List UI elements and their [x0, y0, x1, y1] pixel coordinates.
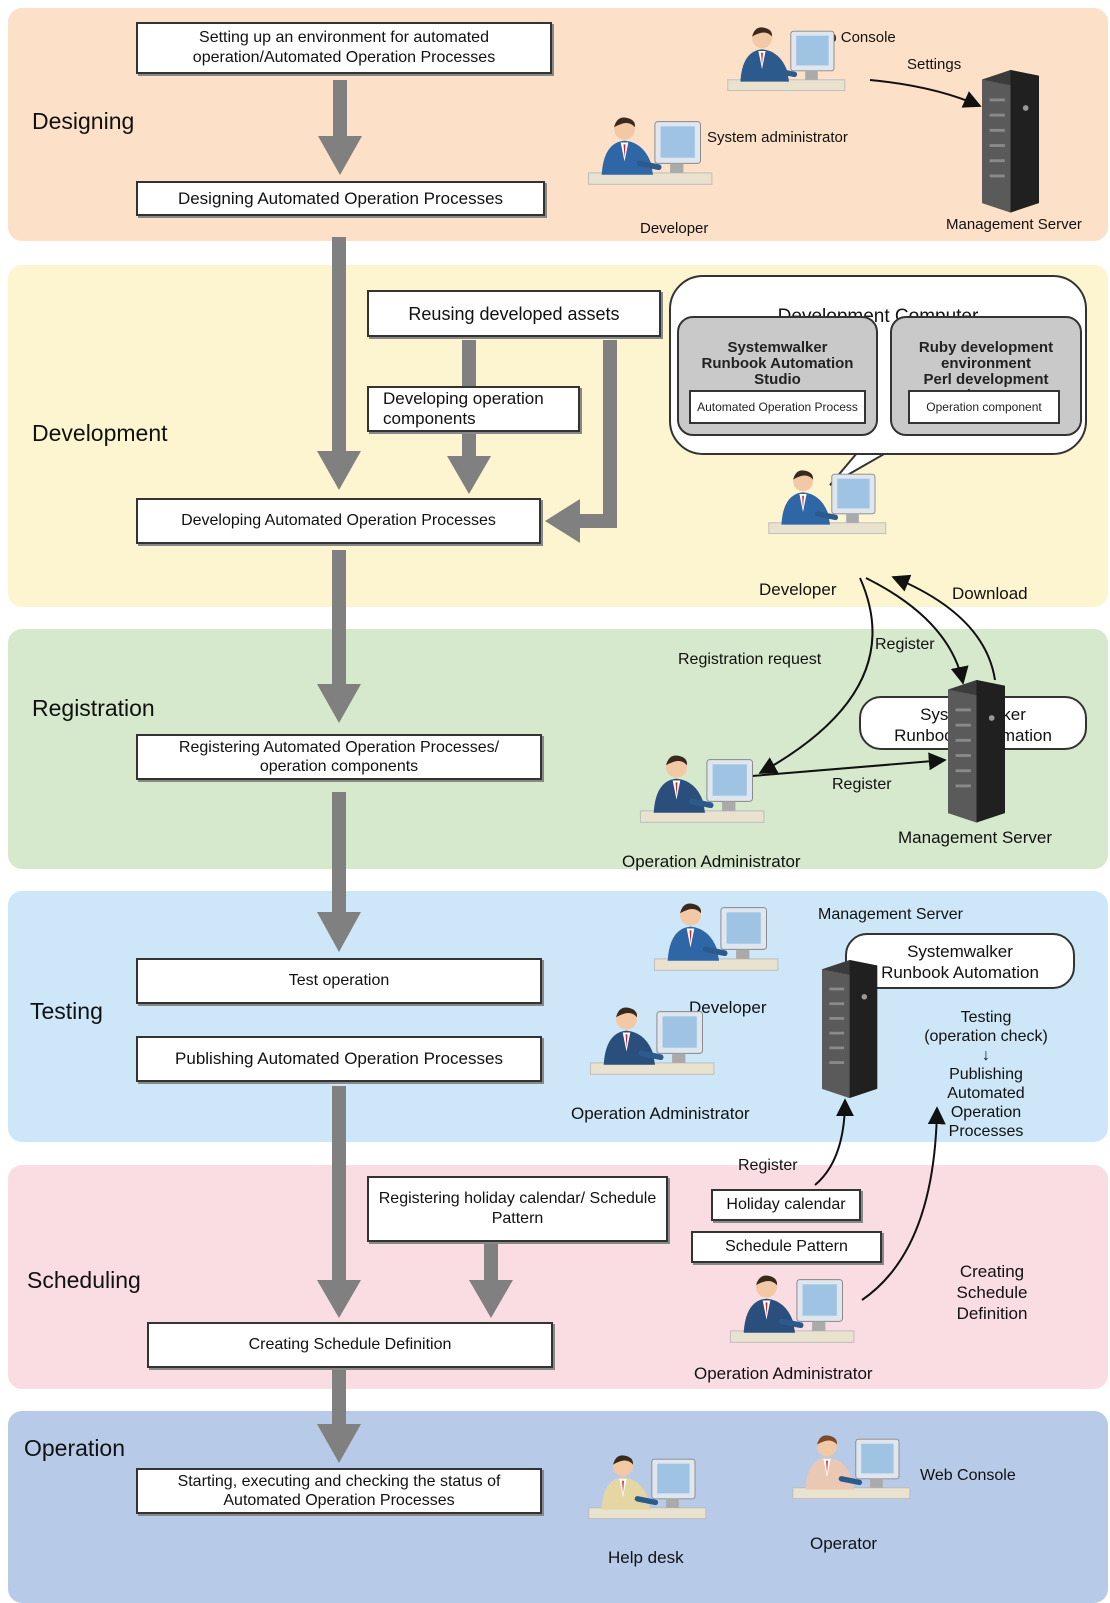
step-registering-calendar: Registering holiday calendar/ Schedule P… — [367, 1176, 668, 1242]
label-system-admin: System administrator — [707, 129, 848, 146]
phase-label-operation: Operation — [24, 1435, 126, 1461]
system-admin-figure — [727, 27, 846, 92]
studio-label: Systemwalker Runbook Automation Studio — [701, 339, 854, 388]
studio-item-process: Automated Operation Process — [689, 390, 866, 424]
label-management-server-testing: Management Server — [818, 906, 963, 923]
step-developing-processes: Developing Automated Operation Processes — [136, 498, 541, 544]
developer-figure-testing — [653, 903, 779, 971]
label-web-console-operation: Web Console — [920, 1467, 1016, 1484]
label-registration-request: Registration request — [678, 651, 822, 668]
step-creating-schedule-definition: Creating Schedule Definition — [147, 1322, 553, 1368]
step-setup-environment: Setting up an environment for automated … — [136, 22, 552, 74]
label-developer-testing: Developer — [689, 998, 767, 1017]
help-desk-figure — [588, 1455, 707, 1520]
step-registering: Registering Automated Operation Processe… — [136, 734, 542, 780]
step-publishing: Publishing Automated Operation Processes — [136, 1036, 542, 1082]
phase-label-testing: Testing — [30, 998, 103, 1024]
developer-figure-dev — [768, 470, 887, 535]
step-developing-components: Developing operation components — [367, 386, 580, 432]
label-operation-admin-registration: Operation Administrator — [622, 852, 801, 871]
label-developer-dev: Developer — [759, 580, 837, 599]
management-server-icon-design — [982, 70, 1039, 213]
operation-admin-figure-scheduling — [729, 1275, 855, 1343]
server-bubble-testing: Systemwalker Runbook Automation — [845, 933, 1075, 989]
band-testing — [8, 891, 1108, 1142]
step-designing-processes: Designing Automated Operation Processes — [136, 181, 545, 216]
label-download: Download — [952, 584, 1028, 603]
developer-figure-design — [587, 117, 713, 185]
label-operator: Operator — [810, 1534, 878, 1553]
schedule-pattern-box: Schedule Pattern — [691, 1231, 882, 1263]
label-management-server-registration: Management Server — [898, 828, 1053, 847]
phase-label-development: Development — [32, 420, 168, 446]
management-server-icon-testing — [822, 960, 878, 1098]
label-settings: Settings — [907, 56, 962, 73]
label-help-desk: Help desk — [608, 1548, 684, 1567]
phase-label-scheduling: Scheduling — [27, 1267, 141, 1293]
creating-schedule-note: Creating Schedule Definition — [956, 1262, 1028, 1323]
operation-admin-figure-registration — [639, 755, 765, 823]
dev-environment-box: Ruby development environment Perl develo… — [890, 316, 1082, 436]
step-starting-executing: Starting, executing and checking the sta… — [136, 1468, 542, 1514]
label-management-server-design: Management Server — [946, 216, 1082, 233]
label-operation-admin-testing: Operation Administrator — [571, 1104, 750, 1123]
env-item-component: Operation component — [908, 390, 1060, 424]
phase-label-registration: Registration — [32, 695, 155, 721]
operation-admin-figure-testing — [589, 1007, 715, 1075]
black-connectors — [751, 79, 996, 1301]
phase-label-designing: Designing — [32, 108, 135, 134]
management-server-icon-registration — [948, 680, 1005, 823]
testing-note: Testing (operation check) ↓ Publishing A… — [924, 1009, 1048, 1140]
label-developer-design: Developer — [640, 220, 709, 237]
studio-box: Systemwalker Runbook Automation Studio A… — [677, 316, 878, 436]
step-reusing-assets: Reusing developed assets — [367, 290, 661, 337]
label-operation-admin-scheduling: Operation Administrator — [694, 1364, 873, 1383]
label-register-bottom: Register — [832, 776, 892, 793]
label-register-scheduling: Register — [738, 1157, 798, 1174]
step-test-operation: Test operation — [136, 958, 542, 1004]
holiday-calendar-box: Holiday calendar — [711, 1189, 861, 1221]
operator-figure — [792, 1435, 911, 1500]
label-register-top: Register — [875, 636, 935, 653]
gray-flow-arrows — [317, 80, 617, 1463]
